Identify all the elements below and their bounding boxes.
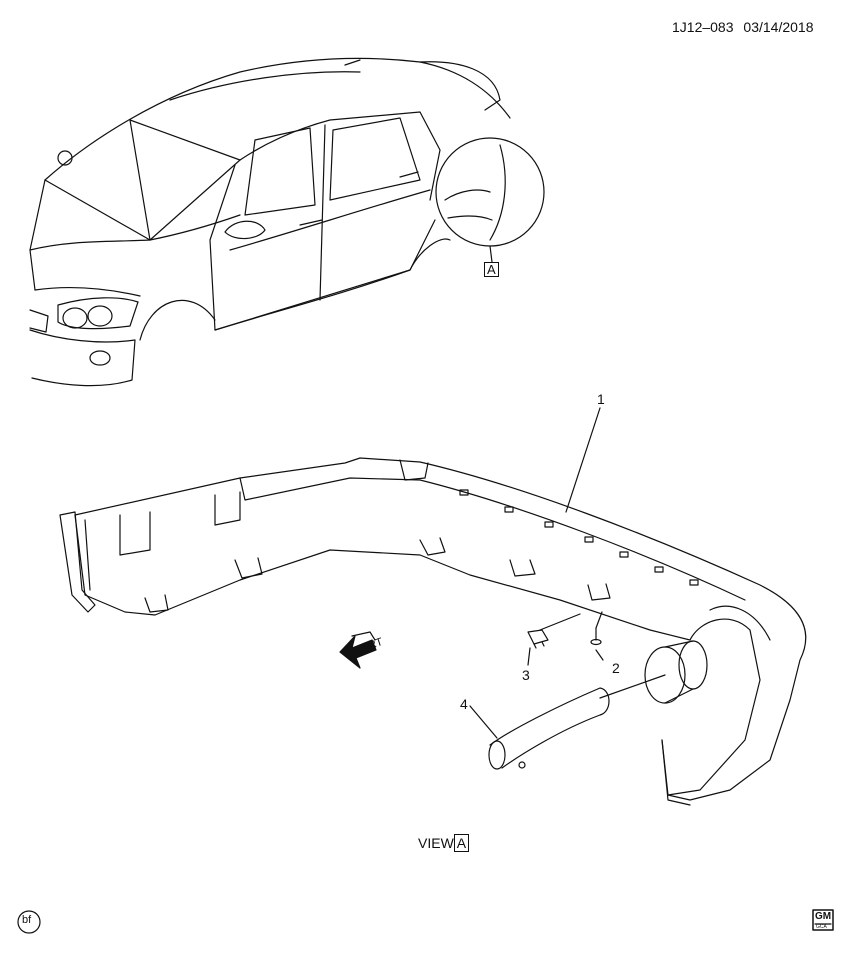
clip-slots [459, 489, 699, 586]
view-label-prefix: VIEW [418, 835, 454, 851]
exhaust-extension [488, 640, 708, 770]
footer-initials: bf [22, 914, 32, 926]
leader-lines [469, 407, 666, 739]
gm-logo-bottom: GCA [816, 924, 827, 930]
callout-2: 2 [612, 660, 620, 676]
drawing-id: 1J12–083 03/14/2018 [672, 20, 813, 34]
bf-badge-icon [17, 910, 41, 934]
vehicle-illustration [29, 57, 511, 387]
detail-marker-a: A [484, 262, 499, 277]
gm-logo-icon [812, 909, 834, 931]
detail-circle-a [435, 137, 545, 263]
callout-4: 4 [460, 696, 468, 712]
front-arrow-icon [339, 631, 377, 669]
rear-bumper-fascia [59, 457, 807, 806]
view-label-box: A [453, 834, 470, 852]
gm-logo-top: GM [815, 911, 832, 922]
callout-1: 1 [597, 391, 605, 407]
drawing-date: 03/14/2018 [743, 19, 814, 35]
clip-item-3 [527, 629, 549, 649]
callout-3: 3 [522, 667, 530, 683]
bolt-item-2 [590, 627, 602, 646]
drawing-number: 1J12–083 [672, 19, 734, 35]
